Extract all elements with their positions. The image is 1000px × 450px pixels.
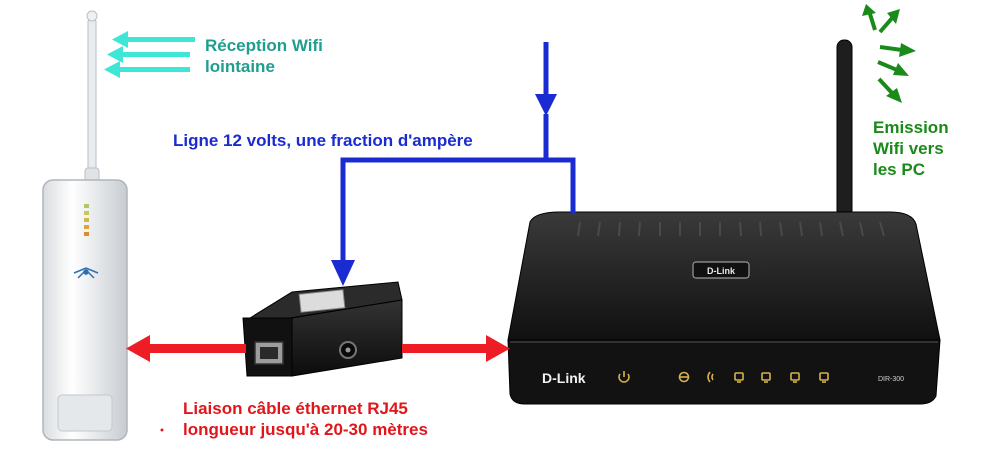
- internet-icon: [678, 371, 690, 383]
- reception-label-line-2: lointaine: [205, 57, 275, 76]
- wifi-reception-arrows: [104, 31, 195, 78]
- reception-arrow: [112, 31, 195, 48]
- ap-body: [42, 179, 128, 441]
- lan-port-4-icon: [819, 372, 829, 383]
- emission-arrow: [878, 9, 900, 34]
- emission-arrow: [877, 77, 902, 103]
- reception-arrow: [107, 46, 190, 63]
- router-model: DIR-300: [878, 376, 904, 383]
- router-status-leds: [618, 371, 829, 383]
- ethernet-label-line-2: longueur jusqu'à 20-30 mètres: [183, 420, 428, 439]
- ethernet-arrows: [126, 335, 510, 362]
- stray-dot: [160, 428, 164, 432]
- outdoor-access-point: [42, 10, 128, 441]
- lan-port-1-icon: [734, 372, 744, 383]
- lan-port-2-icon: [761, 372, 771, 383]
- emission-arrow: [877, 60, 909, 76]
- emission-label-line-3: les PC: [873, 160, 925, 179]
- reception-arrow: [104, 61, 190, 78]
- ethernet-arrow-left: [126, 335, 246, 362]
- ap-led-bar: [84, 204, 89, 236]
- ethernet-arrow-right: [402, 335, 510, 362]
- router-vents: [577, 221, 885, 237]
- ap-antenna: [87, 17, 97, 181]
- emission-label-line-1: Emission: [873, 118, 949, 137]
- emission-arrow: [862, 4, 877, 31]
- router-front-brand: D-Link: [542, 370, 586, 386]
- poe-side: [291, 299, 403, 377]
- router-top-brand: D-Link: [707, 266, 736, 276]
- router: D-Link D-Link DIR-300: [507, 39, 941, 405]
- wifi-emission-arrows: [862, 4, 916, 103]
- ap-logo: [73, 267, 99, 279]
- router-antenna: [836, 39, 853, 226]
- emission-label-line-2: Wifi vers: [873, 139, 944, 158]
- reception-label: Réception Wifi lointaine: [205, 35, 323, 77]
- power-line-label: Ligne 12 volts, une fraction d'ampère: [173, 131, 473, 150]
- poe-injector: [242, 281, 403, 377]
- reception-label-line-1: Réception Wifi: [205, 36, 323, 55]
- lan-port-3-icon: [790, 372, 800, 383]
- router-top-badge: [692, 261, 750, 279]
- ethernet-label-line-1: Liaison câble éthernet RJ45: [183, 399, 408, 418]
- poe-label-sticker: [298, 289, 346, 313]
- wireless-icon: [707, 371, 714, 383]
- emission-arrow: [879, 43, 916, 57]
- router-front: [507, 339, 941, 405]
- power-icon: [618, 371, 630, 383]
- power-line: [331, 42, 576, 286]
- emission-label: Emission Wifi vers les PC: [873, 117, 949, 180]
- ethernet-label: Liaison câble éthernet RJ45 longueur jus…: [183, 398, 428, 440]
